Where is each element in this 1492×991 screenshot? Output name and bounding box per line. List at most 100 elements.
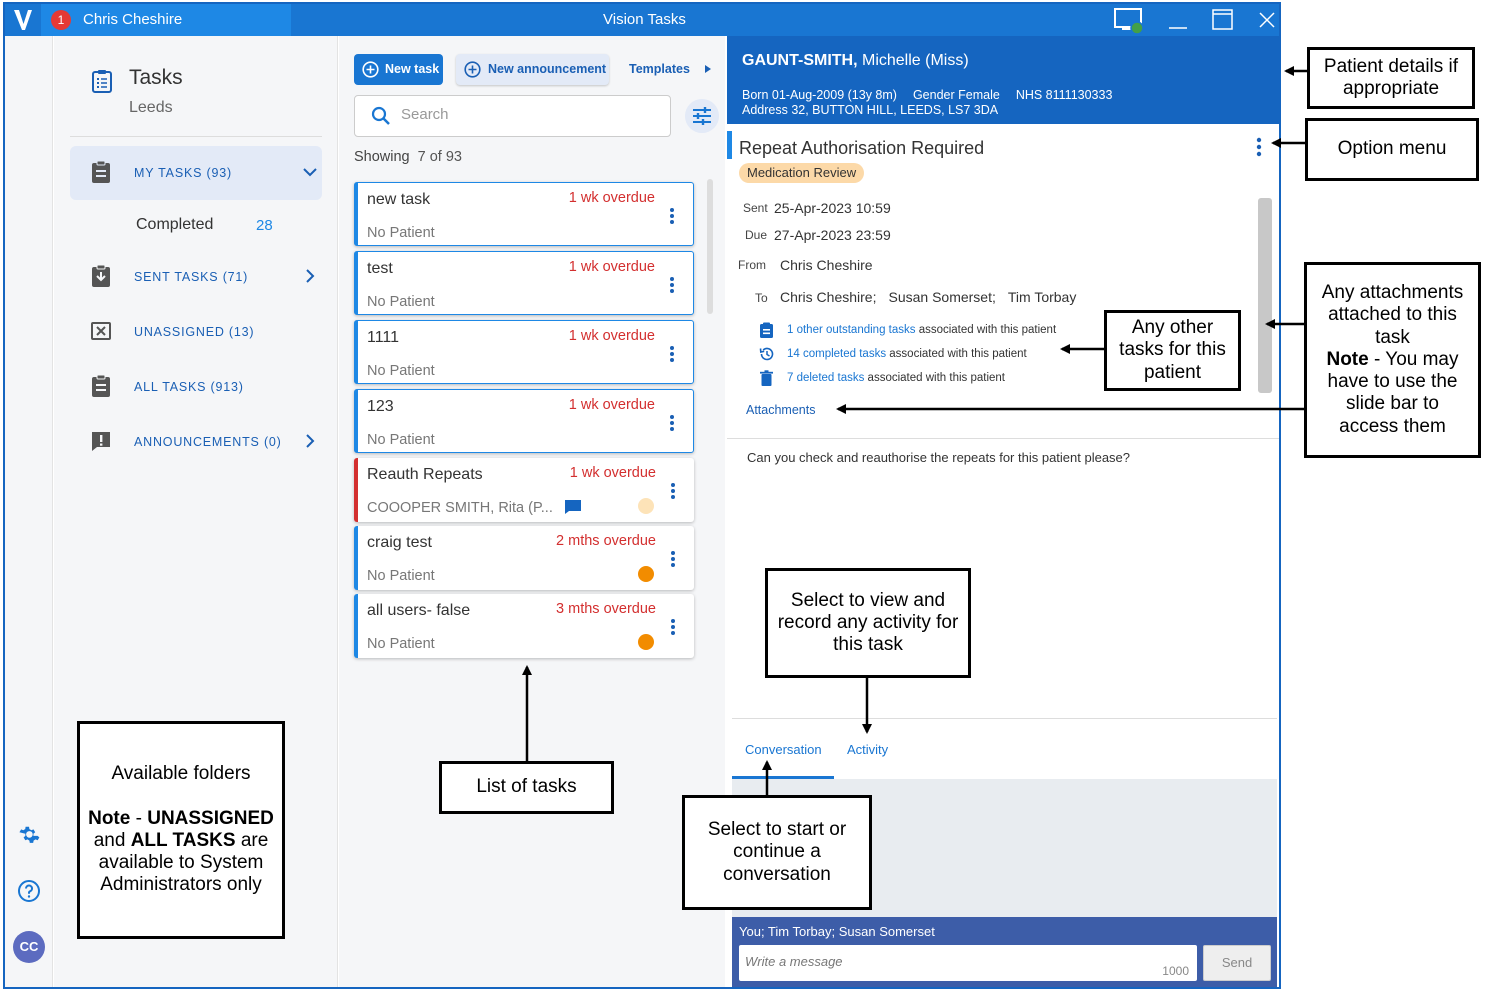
kebab-menu-icon[interactable] [670, 618, 676, 636]
notification-badge[interactable]: 1 [51, 10, 71, 30]
assoc-link[interactable]: 7 deleted tasks [787, 372, 865, 384]
to-label: To [755, 291, 768, 305]
search-box[interactable] [354, 95, 671, 137]
folder-my-tasks[interactable]: MY TASKS (93) [70, 146, 322, 200]
divider [732, 718, 1277, 719]
task-patient: No Patient [367, 294, 435, 310]
help-icon[interactable] [17, 879, 41, 903]
settings-icon[interactable] [17, 824, 41, 848]
new-task-label: New task [385, 62, 440, 76]
user-block[interactable]: 1 Chris Cheshire [41, 4, 291, 36]
callout-text: Any other tasks for this patient [1119, 317, 1226, 383]
callout-patient-details: Patient details if appropriate [1307, 47, 1475, 109]
task-patient: No Patient [367, 225, 435, 241]
showing-label: Showing [354, 149, 410, 165]
templates-button[interactable]: Templates [629, 62, 690, 76]
left-rail: CC [5, 36, 53, 987]
avatar[interactable]: CC [13, 931, 45, 963]
task-patient: No Patient [367, 568, 435, 584]
patient-name: GAUNT-SMITH, Michelle (Miss) [742, 52, 969, 70]
kebab-menu-icon[interactable] [669, 207, 675, 225]
kebab-menu-icon[interactable] [669, 414, 675, 432]
task-card[interactable]: 123 1 wk overdue No Patient [354, 389, 694, 453]
search-input[interactable] [401, 106, 661, 123]
task-card[interactable]: all users- false 3 mths overdue No Patie… [354, 594, 694, 658]
clipboard-download-icon [92, 264, 110, 287]
tab-conversation[interactable]: Conversation [745, 742, 822, 757]
chevron-right-icon[interactable] [300, 431, 320, 451]
recipient: Tim Torbay [1007, 289, 1077, 305]
task-overdue: 1 wk overdue [568, 259, 655, 275]
patient-surname: GAUNT-SMITH, [742, 52, 858, 69]
folder-label: UNASSIGNED (13) [134, 325, 255, 339]
vision-logo-icon [14, 10, 32, 30]
task-card[interactable]: new task 1 wk overdue No Patient [354, 182, 694, 246]
tasks-clipboard-icon [92, 70, 112, 93]
task-card[interactable]: test 1 wk overdue No Patient [354, 251, 694, 315]
callout-text: Select to start or continue a conversati… [707, 819, 847, 885]
caret-right-icon[interactable] [704, 64, 712, 74]
chevron-right-icon[interactable] [300, 266, 320, 286]
new-task-button[interactable]: New task [354, 54, 443, 85]
clipboard-icon [92, 160, 110, 183]
recipient: Susan Somerset; [888, 289, 996, 305]
folder-unassigned[interactable]: UNASSIGNED (13) [70, 305, 322, 359]
assoc-link[interactable]: 1 other outstanding tasks [787, 324, 916, 336]
showing-value: 7 of 93 [417, 149, 462, 165]
kebab-menu-icon[interactable] [669, 345, 675, 363]
minimize-icon[interactable] [1155, 4, 1199, 36]
folder-sent-tasks[interactable]: SENT TASKS (71) [70, 250, 322, 304]
task-patient: No Patient [367, 432, 435, 448]
task-title: all users- false [367, 602, 471, 619]
folder-announcements[interactable]: ANNOUNCEMENTS (0) [70, 415, 322, 469]
callout-text: List of tasks [476, 776, 577, 798]
task-overdue: 1 wk overdue [568, 190, 655, 206]
assoc-text: associated with this patient [915, 324, 1057, 336]
callout-text-part: Available folders [111, 763, 251, 785]
send-button[interactable]: Send [1203, 945, 1271, 981]
message-input[interactable] [745, 954, 1145, 969]
callout-note-bold: UNASSIGNED [147, 807, 274, 829]
chevron-down-icon[interactable] [300, 162, 320, 182]
callout-text-part: Any attachments attached to this task [1321, 282, 1464, 348]
option-menu-icon[interactable] [1256, 137, 1262, 157]
detail-scrollbar[interactable] [1258, 198, 1272, 393]
recipient: Chris Cheshire; [780, 289, 877, 305]
task-accent-bar [727, 131, 732, 159]
status-dot [638, 634, 654, 650]
folder-completed[interactable]: Completed [136, 216, 214, 233]
task-overdue: 1 wk overdue [568, 328, 655, 344]
task-title: new task [367, 191, 431, 208]
task-card[interactable]: Reauth Repeats 1 wk overdue COOOPER SMIT… [354, 458, 694, 522]
clipboard-icon [92, 374, 110, 397]
task-card[interactable]: 1111 1 wk overdue No Patient [354, 320, 694, 384]
filter-sliders-icon[interactable] [685, 99, 719, 133]
maximize-icon[interactable] [1200, 4, 1244, 36]
task-card[interactable]: craig test 2 mths overdue No Patient [354, 526, 694, 590]
task-title: Reauth Repeats [367, 466, 483, 483]
screen-status-icon[interactable] [1105, 4, 1149, 36]
callout-note-bold: Note [88, 807, 131, 829]
kebab-menu-icon[interactable] [670, 482, 676, 500]
conversation-participants: You; Tim Torbay; Susan Somerset [739, 924, 935, 939]
box-x-icon [91, 322, 111, 340]
message-box[interactable]: 1000 [739, 945, 1197, 981]
user-name: Chris Cheshire [83, 11, 183, 28]
app-title: Vision Tasks [603, 11, 686, 28]
kebab-menu-icon[interactable] [669, 276, 675, 294]
trash-icon [760, 370, 773, 386]
kebab-menu-icon[interactable] [670, 550, 676, 568]
attachments-section[interactable]: Attachments [746, 403, 816, 417]
tab-activity[interactable]: Activity [847, 742, 889, 757]
task-list-panel: New task New announcement Templates [339, 36, 725, 987]
callout-activity: Select to view and record any activity f… [765, 568, 971, 678]
new-announcement-button[interactable]: New announcement [456, 54, 609, 85]
close-icon[interactable] [1245, 4, 1281, 36]
callout-note-bold: ALL TASKS [130, 830, 236, 851]
task-overdue: 2 mths overdue [556, 533, 656, 549]
plus-circle-icon [464, 61, 481, 78]
task-list-scrollbar[interactable] [707, 179, 713, 314]
folder-all-tasks[interactable]: ALL TASKS (913) [70, 360, 322, 414]
assoc-link[interactable]: 14 completed tasks [787, 348, 887, 360]
